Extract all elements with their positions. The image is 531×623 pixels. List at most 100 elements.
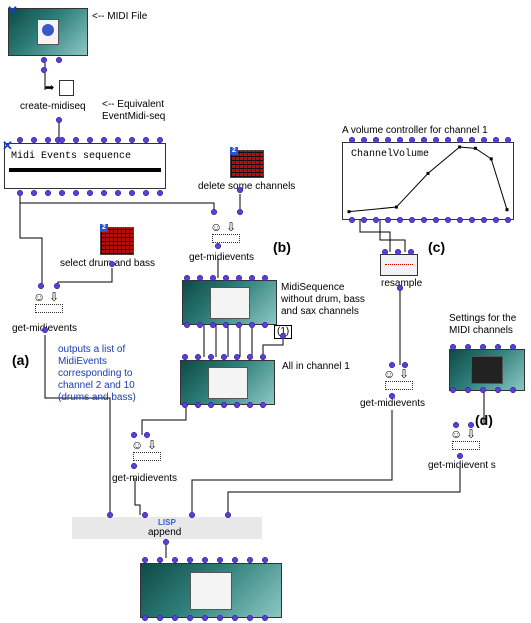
inlet-outlet-dot[interactable] bbox=[231, 614, 239, 622]
inlet-outlet-dot[interactable] bbox=[55, 116, 63, 124]
inlet-outlet-dot[interactable] bbox=[494, 343, 502, 351]
inlet-outlet-dot[interactable] bbox=[248, 321, 256, 329]
inlet-outlet-dot[interactable] bbox=[246, 401, 254, 409]
inlet-outlet-dot[interactable] bbox=[156, 614, 164, 622]
midi-events-sequence-box[interactable]: Midi Events sequence bbox=[4, 143, 166, 189]
get-midievents-icon[interactable]: ☺ ⇩ bbox=[33, 290, 63, 314]
inlet-outlet-dot[interactable] bbox=[201, 614, 209, 622]
volume-curve-point[interactable] bbox=[347, 210, 351, 214]
inlet-outlet-dot[interactable] bbox=[44, 189, 52, 197]
inlet-outlet-dot[interactable] bbox=[207, 353, 215, 361]
inlet-outlet-dot[interactable] bbox=[348, 216, 356, 224]
volume-curve-point[interactable] bbox=[426, 171, 430, 175]
inlet-outlet-dot[interactable] bbox=[494, 386, 502, 394]
inlet-outlet-dot[interactable] bbox=[467, 421, 475, 429]
volume-curve-point[interactable] bbox=[394, 205, 398, 209]
inlet-outlet-dot[interactable] bbox=[220, 401, 228, 409]
inlet-outlet-dot[interactable] bbox=[72, 189, 80, 197]
inlet-outlet-dot[interactable] bbox=[235, 321, 243, 329]
inlet-outlet-dot[interactable] bbox=[156, 189, 164, 197]
inlet-outlet-dot[interactable] bbox=[246, 353, 254, 361]
inlet-outlet-dot[interactable] bbox=[209, 274, 217, 282]
inlet-outlet-dot[interactable] bbox=[41, 326, 49, 334]
inlet-outlet-dot[interactable] bbox=[162, 538, 170, 546]
inlet-outlet-dot[interactable] bbox=[504, 216, 512, 224]
inlet-outlet-dot[interactable] bbox=[259, 353, 267, 361]
inlet-outlet-dot[interactable] bbox=[210, 208, 218, 216]
inlet-outlet-dot[interactable] bbox=[233, 353, 241, 361]
inlet-outlet-dot[interactable] bbox=[396, 284, 404, 292]
inlet-outlet-dot[interactable] bbox=[464, 386, 472, 394]
inlet-outlet-dot[interactable] bbox=[372, 136, 380, 144]
select-drum-bass-grid[interactable] bbox=[100, 227, 134, 255]
inlet-outlet-dot[interactable] bbox=[194, 401, 202, 409]
inlet-outlet-dot[interactable] bbox=[509, 386, 517, 394]
inlet-outlet-dot[interactable] bbox=[44, 136, 52, 144]
inlet-outlet-dot[interactable] bbox=[141, 556, 149, 564]
inlet-outlet-dot[interactable] bbox=[248, 274, 256, 282]
inlet-outlet-dot[interactable] bbox=[224, 511, 232, 519]
close-icon[interactable]: ✕ bbox=[7, 3, 18, 18]
inlet-outlet-dot[interactable] bbox=[388, 392, 396, 400]
inlet-outlet-dot[interactable] bbox=[201, 556, 209, 564]
inlet-outlet-dot[interactable] bbox=[196, 321, 204, 329]
inlet-outlet-dot[interactable] bbox=[100, 136, 108, 144]
inlet-outlet-dot[interactable] bbox=[492, 136, 500, 144]
volume-curve-box[interactable]: ChannelVolume bbox=[342, 142, 514, 220]
inlet-outlet-dot[interactable] bbox=[37, 282, 45, 290]
inlet-outlet-dot[interactable] bbox=[183, 274, 191, 282]
inlet-outlet-dot[interactable] bbox=[444, 216, 452, 224]
volume-curve-point[interactable] bbox=[473, 146, 477, 150]
inlet-outlet-dot[interactable] bbox=[209, 321, 217, 329]
inlet-outlet-dot[interactable] bbox=[220, 353, 228, 361]
inlet-outlet-dot[interactable] bbox=[186, 614, 194, 622]
get-midievents-icon[interactable]: ☺ ⇩ bbox=[383, 367, 413, 391]
inlet-outlet-dot[interactable] bbox=[396, 136, 404, 144]
inlet-outlet-dot[interactable] bbox=[156, 136, 164, 144]
inlet-outlet-dot[interactable] bbox=[236, 186, 244, 194]
volume-curve-point[interactable] bbox=[458, 145, 462, 149]
inlet-outlet-dot[interactable] bbox=[86, 136, 94, 144]
inlet-outlet-dot[interactable] bbox=[480, 216, 488, 224]
inlet-outlet-dot[interactable] bbox=[130, 462, 138, 470]
inlet-outlet-dot[interactable] bbox=[130, 431, 138, 439]
inlet-outlet-dot[interactable] bbox=[181, 401, 189, 409]
inlet-outlet-dot[interactable] bbox=[452, 421, 460, 429]
inlet-outlet-dot[interactable] bbox=[216, 556, 224, 564]
inlet-outlet-dot[interactable] bbox=[372, 216, 380, 224]
inlet-outlet-dot[interactable] bbox=[186, 556, 194, 564]
midi-file-box[interactable] bbox=[8, 8, 88, 56]
inlet-outlet-dot[interactable] bbox=[492, 216, 500, 224]
inlet-outlet-dot[interactable] bbox=[456, 216, 464, 224]
inlet-outlet-dot[interactable] bbox=[259, 401, 267, 409]
inlet-outlet-dot[interactable] bbox=[468, 136, 476, 144]
inlet-outlet-dot[interactable] bbox=[279, 332, 287, 340]
inlet-outlet-dot[interactable] bbox=[128, 189, 136, 197]
inlet-outlet-dot[interactable] bbox=[58, 136, 66, 144]
inlet-outlet-dot[interactable] bbox=[407, 248, 415, 256]
inlet-outlet-dot[interactable] bbox=[388, 361, 396, 369]
inlet-outlet-dot[interactable] bbox=[233, 401, 241, 409]
inlet-outlet-dot[interactable] bbox=[55, 56, 63, 64]
volume-curve-point[interactable] bbox=[505, 208, 509, 212]
inlet-outlet-dot[interactable] bbox=[360, 136, 368, 144]
inlet-outlet-dot[interactable] bbox=[72, 136, 80, 144]
inlet-outlet-dot[interactable] bbox=[231, 556, 239, 564]
resample-icon[interactable] bbox=[380, 254, 418, 276]
inlet-outlet-dot[interactable] bbox=[188, 511, 196, 519]
append-box[interactable]: LISP append bbox=[72, 517, 262, 539]
inlet-outlet-dot[interactable] bbox=[468, 216, 476, 224]
inlet-outlet-dot[interactable] bbox=[114, 189, 122, 197]
inlet-outlet-dot[interactable] bbox=[384, 136, 392, 144]
inlet-outlet-dot[interactable] bbox=[408, 136, 416, 144]
inlet-outlet-dot[interactable] bbox=[214, 242, 222, 250]
inlet-outlet-dot[interactable] bbox=[479, 386, 487, 394]
close-icon[interactable]: ✕ bbox=[2, 138, 13, 153]
inlet-outlet-dot[interactable] bbox=[16, 136, 24, 144]
inlet-outlet-dot[interactable] bbox=[16, 189, 24, 197]
inlet-outlet-dot[interactable] bbox=[194, 353, 202, 361]
inlet-outlet-dot[interactable] bbox=[464, 343, 472, 351]
inlet-outlet-dot[interactable] bbox=[171, 556, 179, 564]
inlet-outlet-dot[interactable] bbox=[432, 216, 440, 224]
inlet-outlet-dot[interactable] bbox=[86, 189, 94, 197]
